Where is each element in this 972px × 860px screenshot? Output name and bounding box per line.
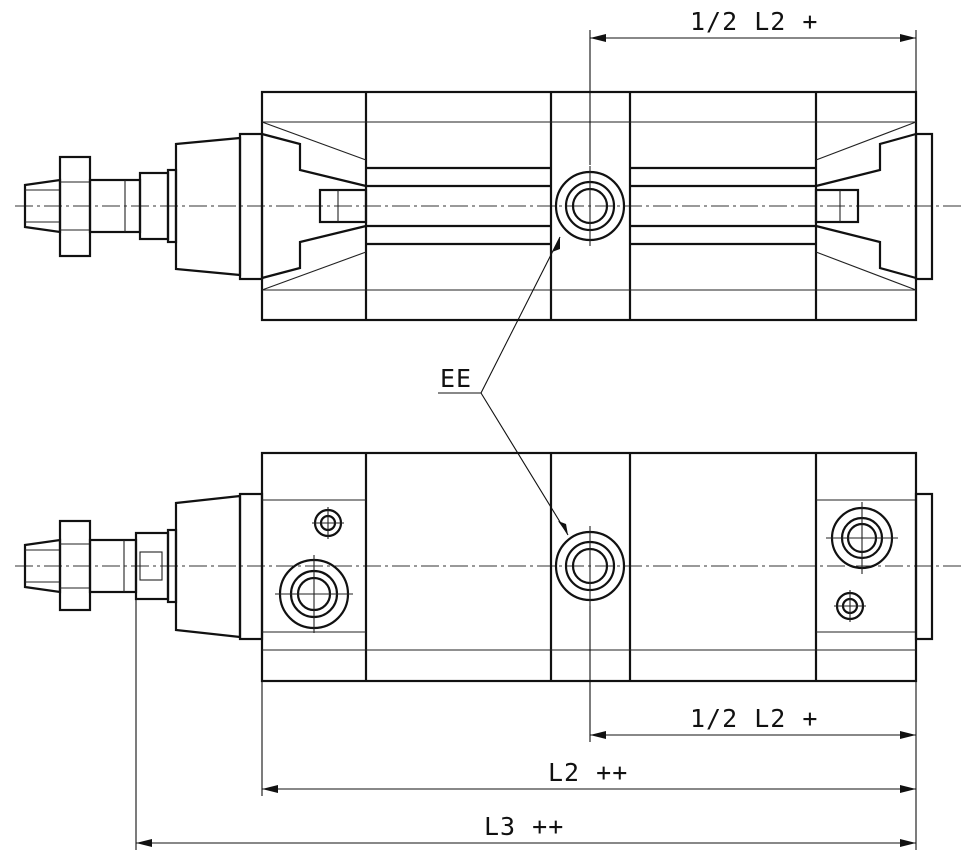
bottom-front-large-port xyxy=(275,555,353,633)
dim-half-l2-top-label: 1/2 L2 + xyxy=(690,7,818,36)
bottom-rod-shaft xyxy=(88,531,170,601)
dim-l3-label: L3 ++ xyxy=(484,812,564,841)
dim-half-l2-top: 1/2 L2 + xyxy=(590,7,916,42)
ee-callout-label: EE xyxy=(440,364,472,393)
bottom-rear-small-port xyxy=(834,590,866,622)
top-view xyxy=(15,90,962,322)
top-sensor-slot-left xyxy=(318,188,368,224)
top-sensor-slot-right xyxy=(814,188,860,224)
top-rear-plate xyxy=(914,132,934,281)
bottom-view xyxy=(15,451,962,683)
bottom-rear-plate xyxy=(914,492,934,641)
dim-half-l2-bottom-label: 1/2 L2 + xyxy=(690,704,818,733)
dim-l3: L3 ++ xyxy=(136,812,916,847)
dim-l2: L2 ++ xyxy=(262,758,916,793)
bottom-port-ee xyxy=(554,526,626,606)
ee-callout: EE xyxy=(438,236,569,536)
bottom-body xyxy=(260,451,918,683)
bottom-front-small-port xyxy=(312,507,344,539)
dim-l2-label: L2 ++ xyxy=(548,758,628,787)
top-rod-shaft xyxy=(88,171,170,241)
bottom-rear-large-port xyxy=(826,502,898,574)
dim-half-l2-bottom: 1/2 L2 + xyxy=(590,704,916,739)
top-port-ee xyxy=(554,166,626,246)
